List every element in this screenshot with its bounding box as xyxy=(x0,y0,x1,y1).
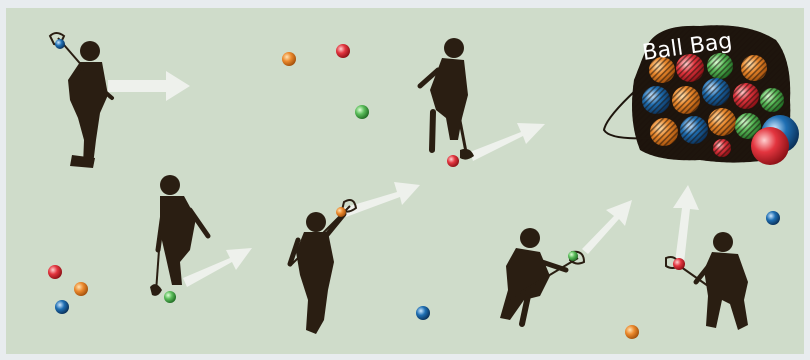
ball-orange xyxy=(74,282,88,296)
ball-green xyxy=(568,251,578,261)
ball-bag-loose-red-ball xyxy=(751,127,789,165)
ball-red xyxy=(336,44,350,58)
ball-orange xyxy=(625,325,639,339)
ball-orange xyxy=(282,52,296,66)
ball-red xyxy=(48,265,62,279)
ball-blue xyxy=(416,306,430,320)
ball-green xyxy=(355,105,369,119)
ball-blue xyxy=(766,211,780,225)
ball-red xyxy=(447,155,459,167)
ball-orange xyxy=(336,207,346,217)
ball-red xyxy=(673,258,685,270)
ball-blue xyxy=(55,39,65,49)
ball-green xyxy=(164,291,176,303)
ball-blue xyxy=(55,300,69,314)
